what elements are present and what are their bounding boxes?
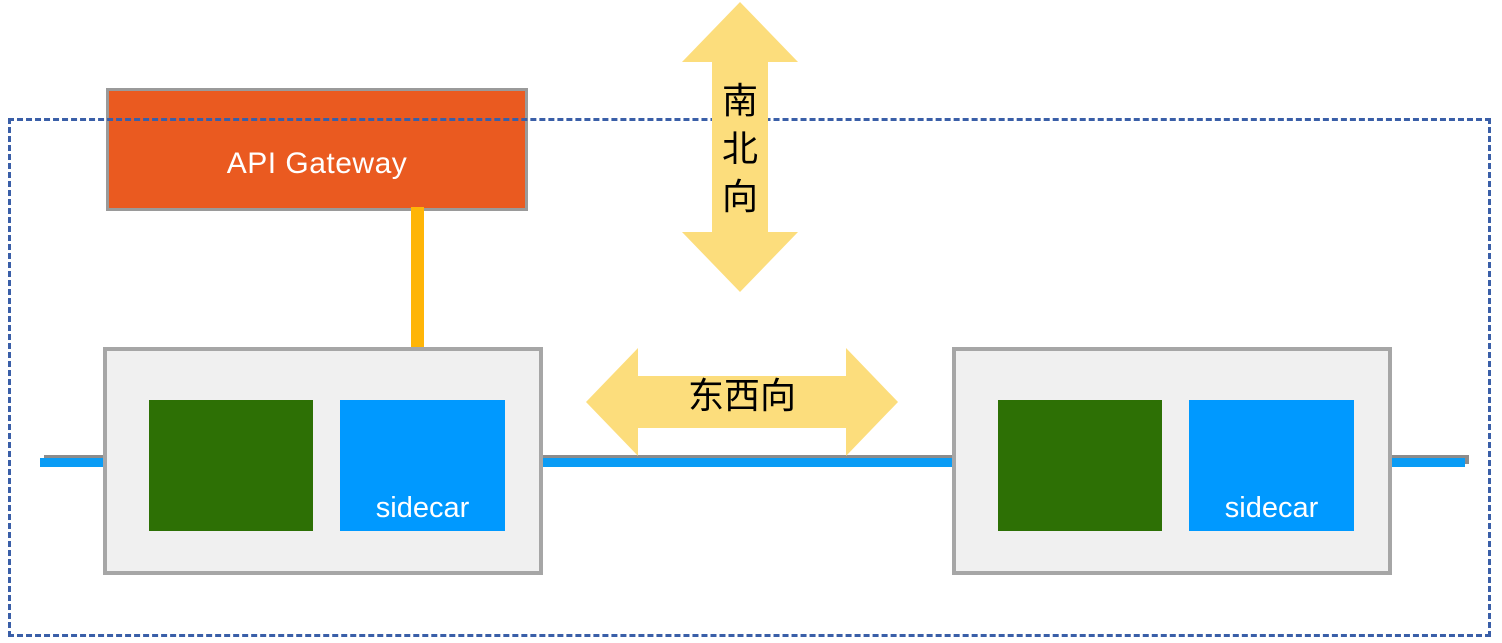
pod-left[interactable]: sidecar: [103, 347, 543, 575]
north-south-arrow-icon: [682, 2, 798, 292]
pod-left-sidecar-container[interactable]: sidecar: [340, 400, 505, 531]
api-gateway-label: API Gateway: [226, 146, 408, 180]
east-west-arrow-icon: [586, 348, 898, 456]
north-south-char-3: 向: [721, 177, 758, 218]
pod-right-service-container[interactable]: [998, 400, 1162, 531]
north-south-char-2: 北: [721, 129, 758, 170]
east-west-arrow-label: 东西向: [687, 376, 796, 417]
north-south-char-1: 南: [721, 81, 758, 122]
api-gateway-box[interactable]: API Gateway: [106, 88, 528, 211]
pod-right[interactable]: sidecar: [952, 347, 1392, 575]
east-west-traffic-line: [40, 458, 1465, 467]
pod-right-sidecar-container[interactable]: sidecar: [1189, 400, 1354, 531]
pod-right-sidecar-label: sidecar: [1224, 492, 1319, 524]
pod-left-sidecar-label: sidecar: [375, 492, 470, 524]
north-south-arrow-label: 南 北 向: [682, 78, 798, 222]
pod-left-service-container[interactable]: [149, 400, 313, 531]
